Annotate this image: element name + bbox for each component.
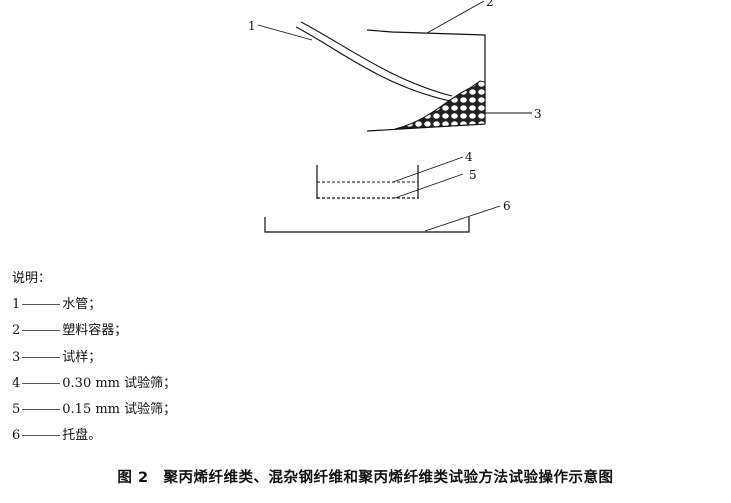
- water-hose: [295, 21, 453, 102]
- legend-item: 2 塑料容器；: [12, 318, 176, 344]
- label-2: 2: [486, 0, 494, 9]
- legend-text: 水管；: [62, 297, 102, 313]
- legend-num: 2: [12, 323, 21, 339]
- legend-title: 说明：: [12, 271, 52, 286]
- legend-item: 1 水管；: [12, 292, 176, 318]
- legend-text: 托盘。: [62, 428, 102, 444]
- legend-num: 4: [12, 375, 21, 391]
- test-apparatus-diagram: 1 2 3 4 5 6: [248, 0, 542, 233]
- label-6: 6: [503, 199, 511, 213]
- legend-num: 5: [12, 402, 21, 418]
- label-5: 5: [469, 168, 477, 182]
- tray: [264, 217, 470, 233]
- label-3: 3: [534, 107, 542, 121]
- figure-caption: 图 2 聚丙烯纤维类、混杂钢纤维和聚丙烯纤维类试验方法试验操作示意图: [117, 470, 614, 486]
- legend-item: 4 0.30 mm 试验筛；: [12, 371, 176, 397]
- sieve-set: [316, 165, 419, 199]
- legend-num: 1: [12, 297, 21, 313]
- legend-num: 3: [12, 349, 21, 365]
- legend-item: 6 托盘。: [12, 423, 176, 449]
- legend-text: 0.30 mm 试验筛；: [62, 375, 177, 391]
- legend-text: 0.15 mm 试验筛；: [62, 402, 177, 418]
- label-4: 4: [465, 150, 473, 164]
- label-1: 1: [248, 19, 256, 33]
- legend-text: 塑料容器；: [62, 323, 128, 339]
- legend-item: 3 试样；: [12, 345, 176, 371]
- legend-item: 5 0.15 mm 试验筛；: [12, 397, 176, 423]
- legend-num: 6: [12, 428, 21, 444]
- legend-text: 试样；: [62, 349, 102, 365]
- legend: 说明： 1 水管； 2 塑料容器； 3 试样； 4 0.30 mm 试验筛； 5 0.15…: [12, 266, 176, 449]
- leader-lines: [257, 0, 532, 232]
